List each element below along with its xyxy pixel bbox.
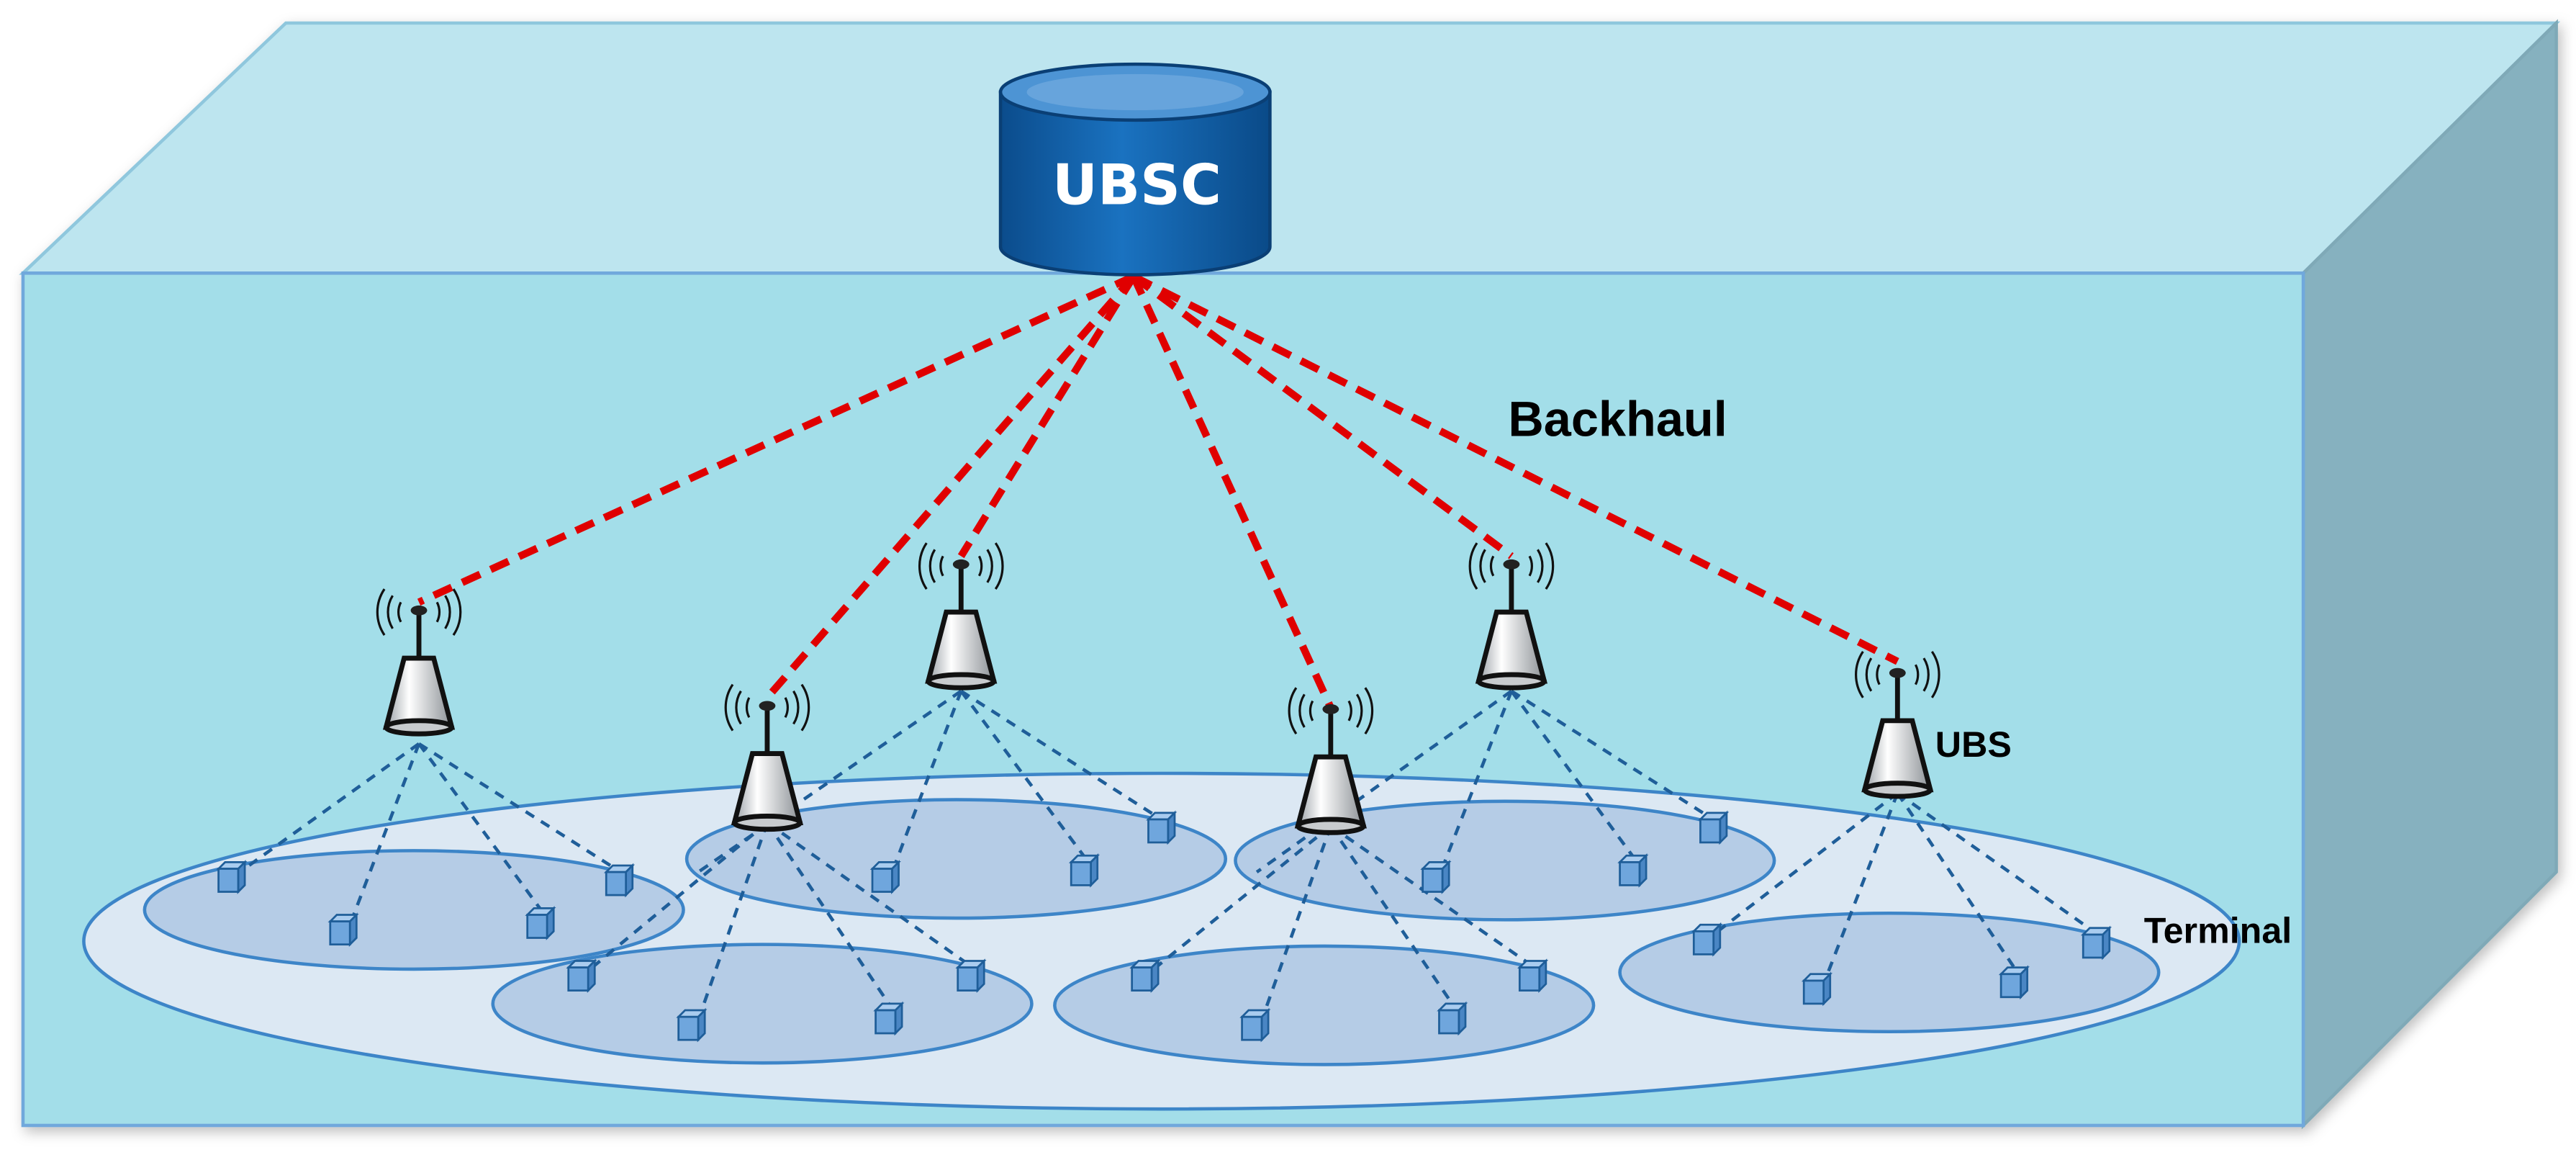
cube-icon: [957, 960, 985, 992]
cube-icon: [329, 914, 358, 946]
access-link: [1260, 825, 1332, 1021]
access-link: [960, 689, 1167, 824]
database-cylinder-icon: [998, 62, 1272, 276]
access-link: [1896, 792, 2023, 979]
access-link: [766, 821, 979, 973]
cube-icon: [2082, 927, 2111, 959]
access-link: [1329, 824, 1460, 1015]
terminal-label: Terminal: [2144, 910, 2292, 950]
access-link: [238, 742, 420, 873]
backhaul-links: [417, 273, 1899, 709]
cell-ellipse: [1234, 799, 1776, 922]
cube-icon: [1699, 811, 1728, 844]
cells: [143, 798, 2161, 1066]
access-link: [890, 690, 963, 873]
cube-icon: [567, 960, 596, 992]
cube-icon: [1692, 923, 1722, 956]
cube-icon: [605, 864, 634, 896]
cube-icon: [677, 1009, 706, 1041]
cell-ellipse: [684, 798, 1228, 920]
cube-icon: [217, 861, 246, 893]
access-link: [1897, 791, 2104, 940]
backhaul-link: [1131, 273, 1514, 559]
cube-icon: [1131, 960, 1160, 992]
access-links: [238, 689, 2104, 1021]
cube-icon: [1422, 861, 1450, 893]
backhaul-link: [1131, 273, 1899, 665]
access-link: [1439, 690, 1514, 873]
backhaul-link: [417, 273, 1136, 606]
cube-icon: [1999, 966, 2029, 999]
cell-ellipse: [1053, 944, 1596, 1066]
access-link: [1255, 689, 1513, 873]
cell-ellipse: [491, 943, 1034, 1065]
access-link: [1510, 689, 1719, 824]
backhaul-label: Backhaul: [1508, 392, 1727, 447]
cell-ellipse: [143, 849, 685, 971]
ubs-label: UBS: [1935, 724, 2012, 765]
cube-icon: [1438, 1002, 1467, 1035]
access-link: [1329, 824, 1541, 973]
cube-icon: [871, 861, 900, 893]
access-link: [1150, 824, 1332, 972]
access-link: [1712, 791, 1899, 936]
backhaul-link: [957, 274, 1137, 559]
access-link: [1822, 792, 1899, 985]
cube-icon: [1619, 854, 1648, 886]
access-link: [417, 742, 627, 877]
cube-icon: [1147, 811, 1176, 844]
cube-icon: [526, 907, 555, 939]
access-link: [959, 690, 1093, 867]
cube-icon: [1070, 854, 1099, 886]
cube-icon: [1241, 1009, 1270, 1041]
cell-ellipse: [1618, 911, 2161, 1034]
cube-icon: [875, 1002, 903, 1035]
box-top-face: [19, 21, 2561, 275]
access-link: [348, 743, 421, 926]
backhaul-link: [1130, 274, 1334, 709]
access-link: [766, 822, 897, 1015]
access-link: [587, 821, 769, 972]
cube-icon: [1802, 973, 1832, 1005]
cube-icon: [1518, 960, 1547, 992]
controller-label: UBSC: [1052, 153, 1221, 217]
